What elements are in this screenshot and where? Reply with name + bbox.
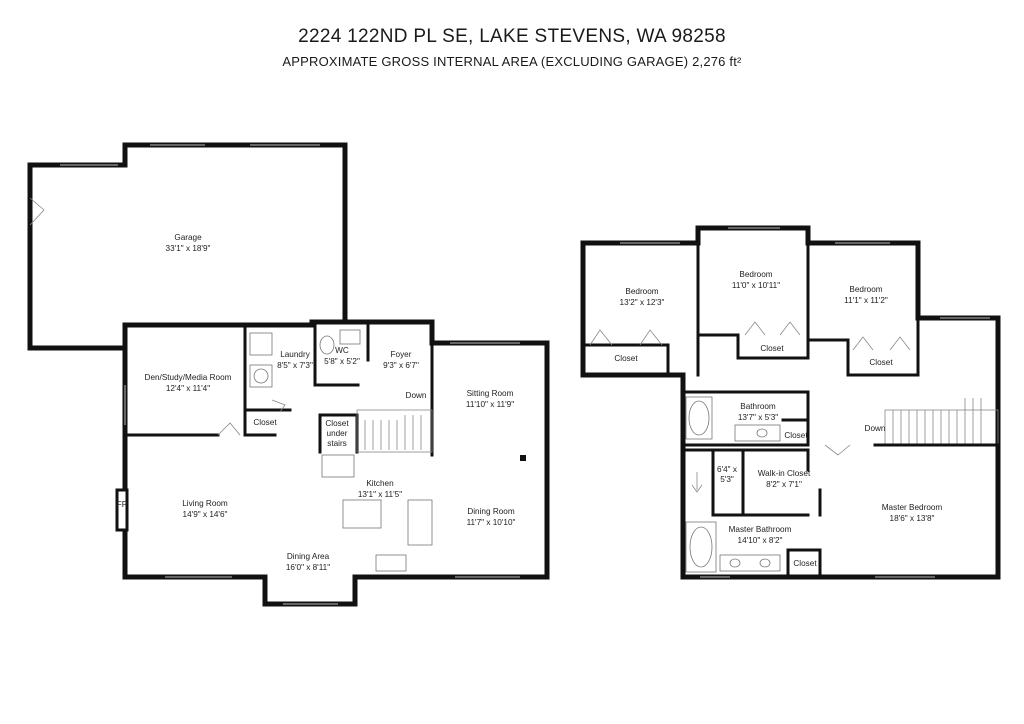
master-bed-name: Master Bedroom bbox=[882, 503, 943, 512]
den-size: 12'4" x 11'4" bbox=[166, 384, 210, 393]
bedroom3-name: Bedroom bbox=[849, 285, 882, 294]
closet1-label: Closet bbox=[614, 354, 638, 363]
room-labels: Garage 33'1" x 18'9" Den/Study/Media Roo… bbox=[117, 233, 943, 572]
bedroom2-size: 11'0" x 10'11" bbox=[732, 281, 780, 290]
walkin-size: 8'2" x 7'1" bbox=[766, 480, 802, 489]
laundry-size: 8'5" x 7'3" bbox=[277, 361, 313, 370]
closet-under-stairs-l1: Closet bbox=[325, 419, 349, 428]
main-floor-plan bbox=[27, 142, 550, 607]
bedroom1-name: Bedroom bbox=[625, 287, 658, 296]
small-room-l2: 5'3" bbox=[720, 475, 734, 484]
sitting-size: 11'10" x 11'9" bbox=[466, 400, 514, 409]
garage-walls bbox=[27, 142, 348, 351]
bedroom3-size: 11'1" x 11'2" bbox=[844, 296, 888, 305]
main-down-label: Down bbox=[406, 391, 427, 400]
master-bed-size: 18'6" x 13'8" bbox=[890, 514, 935, 523]
closet3-label: Closet bbox=[869, 358, 893, 367]
walkin-name: Walk-in Closet bbox=[758, 469, 811, 478]
main-stairs bbox=[356, 409, 433, 453]
bathroom-name: Bathroom bbox=[740, 402, 776, 411]
washer bbox=[249, 332, 273, 356]
bedroom2-name: Bedroom bbox=[739, 270, 772, 279]
main-closet-label: Closet bbox=[253, 418, 277, 427]
closet-under-stairs-l3: stairs bbox=[327, 439, 347, 448]
fireplace bbox=[115, 488, 129, 532]
upper-stairs bbox=[884, 398, 999, 446]
foyer-size: 9'3" x 6'7" bbox=[383, 361, 419, 370]
garage-name: Garage bbox=[174, 233, 202, 242]
master-bath-name: Master Bathroom bbox=[729, 525, 792, 534]
kitchen-size: 13'1" x 11'5" bbox=[358, 490, 402, 499]
den-name: Den/Study/Media Room bbox=[145, 373, 232, 382]
garage-size: 33'1" x 18'9" bbox=[166, 244, 211, 253]
bedroom1-size: 13'2" x 12'3" bbox=[620, 298, 665, 307]
closet-under-stairs-l2: under bbox=[327, 429, 348, 438]
wc-toilet bbox=[319, 335, 335, 355]
living-name: Living Room bbox=[182, 499, 228, 508]
upper-down-label: Down bbox=[865, 424, 886, 433]
master-closet-label: Closet bbox=[793, 559, 817, 568]
main-floor-outer-walls bbox=[122, 319, 550, 607]
wc-name: WC bbox=[335, 346, 349, 355]
dining-area-size: 16'0" x 8'11" bbox=[286, 563, 330, 572]
plan-subtitle: APPROXIMATE GROSS INTERNAL AREA (EXCLUDI… bbox=[282, 54, 742, 69]
bath-closet-label: Closet bbox=[784, 431, 808, 440]
dining-room-size: 11'7" x 10'10" bbox=[467, 518, 516, 527]
sitting-name: Sitting Room bbox=[467, 389, 514, 398]
bathroom-size: 13'7" x 5'3" bbox=[738, 413, 778, 422]
kitchen-sink bbox=[375, 554, 407, 572]
closet2-label: Closet bbox=[760, 344, 784, 353]
fireplace-label: FP bbox=[117, 500, 128, 509]
living-size: 14'9" x 14'6" bbox=[183, 510, 228, 519]
master-bath-size: 14'10" x 8'2" bbox=[738, 536, 783, 545]
kitchen-counter bbox=[321, 454, 355, 478]
foyer-name: Foyer bbox=[391, 350, 412, 359]
upper-floor-plan bbox=[580, 225, 1001, 580]
dining-room-name: Dining Room bbox=[467, 507, 515, 516]
kitchen-range bbox=[407, 499, 433, 546]
kitchen-island bbox=[342, 499, 382, 529]
kitchen-name: Kitchen bbox=[366, 479, 394, 488]
dining-area-name: Dining Area bbox=[287, 552, 330, 561]
laundry-name: Laundry bbox=[280, 350, 310, 359]
small-room-l1: 6'4" x bbox=[717, 465, 737, 474]
plan-title: 2224 122ND PL SE, LAKE STEVENS, WA 98258 bbox=[298, 26, 726, 47]
wc-size: 5'8" x 5'2" bbox=[324, 357, 360, 366]
